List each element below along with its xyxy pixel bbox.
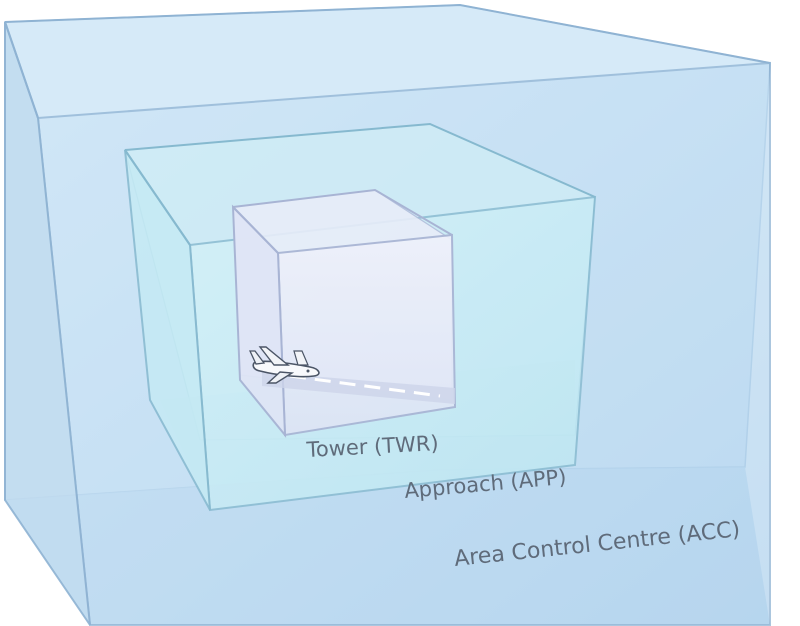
acc-top-edge <box>4 3 771 64</box>
twr-volume <box>231 188 457 438</box>
twr-front-face <box>276 233 457 437</box>
runway-centerline <box>289 374 441 398</box>
runway-marking <box>262 372 455 404</box>
airplane-icon <box>248 346 320 384</box>
